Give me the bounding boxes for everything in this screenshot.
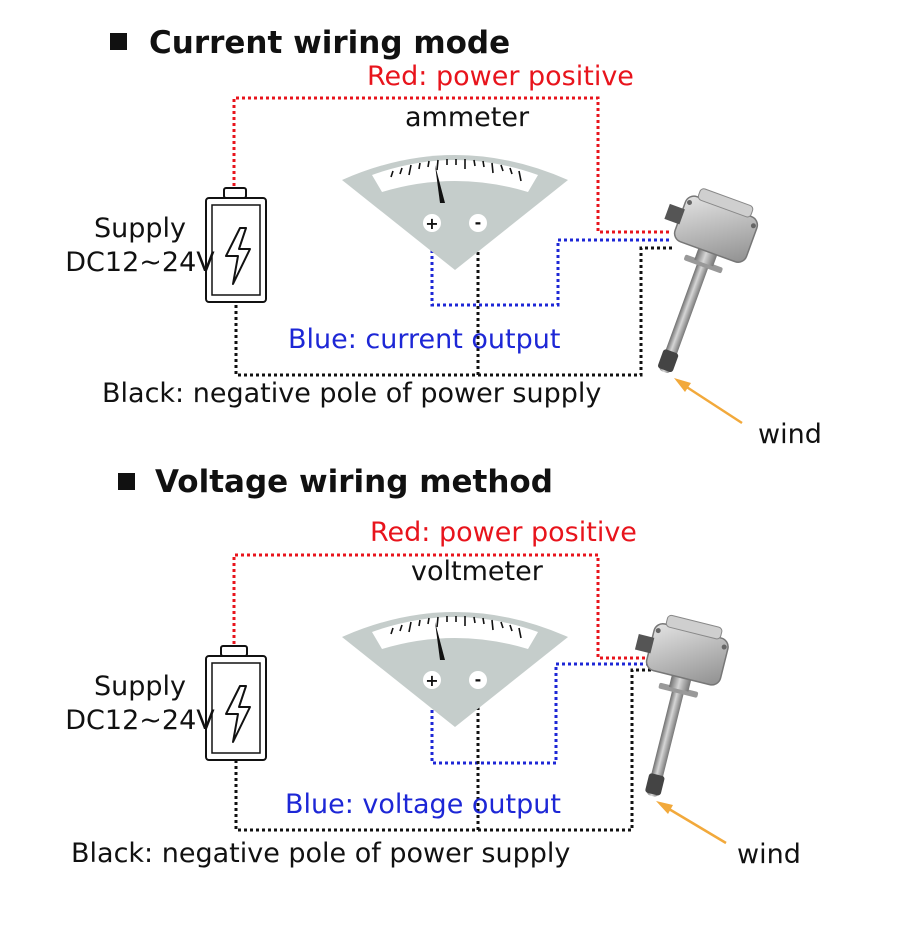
lightning-bolt-icon: [225, 227, 251, 285]
black-wire-label: Black: negative pole of power supply: [71, 838, 570, 869]
wind-label: wind: [758, 419, 822, 450]
meter-plus-terminal: +: [425, 671, 438, 690]
wind-arrow-icon: [674, 378, 743, 425]
analog-meter-icon: + -: [342, 155, 568, 270]
meter-plus-terminal: +: [425, 214, 438, 233]
wind-arrow-icon: [656, 801, 727, 845]
red-wire-label: Red: power positive: [370, 517, 637, 548]
supply-label-line1: Supply: [94, 671, 186, 702]
supply-label-line1: Supply: [94, 213, 186, 244]
voltage-heading: Voltage wiring method: [155, 464, 553, 500]
wind-sensor-icon: [634, 614, 729, 797]
current-heading: Current wiring mode: [149, 25, 510, 61]
voltage-wires: [232, 553, 672, 832]
meter-label: ammeter: [405, 102, 530, 133]
supply-label-line2: DC12~24V: [65, 705, 215, 736]
battery-icon: [205, 187, 267, 303]
wind-label: wind: [737, 839, 801, 870]
red-wire: [232, 553, 672, 660]
heading-bullet-icon: [118, 473, 135, 490]
meter-needle: [435, 165, 445, 203]
meter-label: voltmeter: [411, 556, 544, 587]
voltage-wiring-section: Voltage wiring method Red: power positiv…: [65, 464, 801, 870]
wind-sensor-icon: [658, 188, 759, 373]
lightning-bolt-icon: [225, 685, 251, 743]
current-wires: [232, 96, 672, 377]
meter-needle: [435, 622, 445, 660]
black-wire-sensor: [478, 246, 672, 377]
supply-label-line2: DC12~24V: [65, 247, 215, 278]
black-wire-meter: [234, 692, 480, 832]
meter-minus-terminal: -: [475, 213, 482, 232]
black-wire-sensor: [478, 668, 672, 832]
current-wiring-section: Current wiring mode Red: power positive …: [65, 25, 822, 450]
battery-icon: [205, 645, 267, 761]
red-wire: [232, 96, 672, 234]
blue-wire-label: Blue: current output: [288, 324, 560, 355]
heading-bullet-icon: [110, 33, 127, 50]
analog-meter-icon: + -: [342, 612, 568, 727]
blue-wire-label: Blue: voltage output: [285, 789, 561, 820]
black-wire-label: Black: negative pole of power supply: [102, 378, 601, 409]
blue-wire: [430, 220, 672, 307]
blue-wire: [430, 662, 672, 765]
red-wire-label: Red: power positive: [367, 61, 634, 92]
meter-minus-terminal: -: [475, 670, 482, 689]
